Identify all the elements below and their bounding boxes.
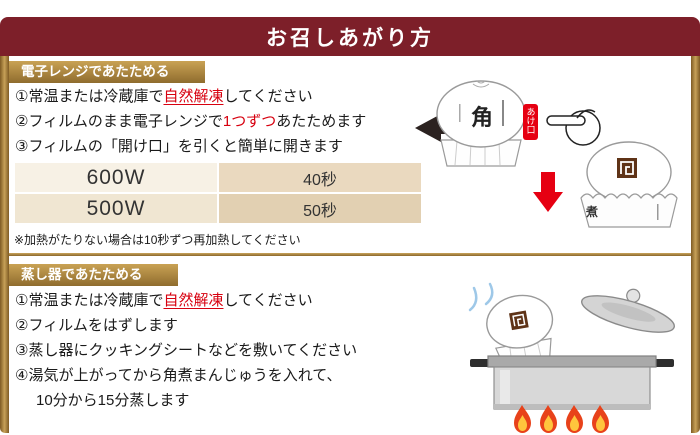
steamer-step-1: ①常温または冷蔵庫で自然解凍してください — [15, 288, 357, 313]
steamer-step-3: ③蒸し器にクッキングシートなどを敷いてください — [15, 338, 357, 363]
step-text: 常温または冷蔵庫で — [28, 88, 164, 105]
microwave-step-1: ①常温または冷蔵庫で自然解凍してください — [15, 84, 366, 109]
wrapped-bun-illustration: 角 あけ口 — [436, 80, 538, 167]
brand-stamp-icon — [509, 310, 529, 331]
open-tab-label: あけ口 — [526, 107, 536, 134]
emphasis-text: 1つずつ — [222, 113, 277, 130]
microwave-step-3: ③フィルムの「開け口」を引くと簡単に開きます — [15, 134, 366, 159]
step-number: ① — [15, 292, 29, 309]
steam-icon — [468, 282, 494, 312]
step-text: 湯気が上がってから角煮まんじゅうを入れて、 — [28, 367, 342, 384]
microwave-steps: ①常温または冷蔵庫で自然解凍してください ②フィルムのまま電子レンジで1つずつあ… — [15, 84, 366, 159]
step-text: フィルムのまま電子レンジで — [28, 113, 223, 130]
open-tab — [523, 104, 538, 140]
time-cell: 40秒 — [219, 163, 421, 192]
step-text: フィルムをはずします — [28, 317, 178, 334]
flames-icon — [514, 405, 609, 433]
opened-logo-char: 煮 — [585, 204, 598, 219]
microwave-illustration: 角 あけ口 煮 — [415, 80, 678, 228]
steamer-steps: ①常温または冷蔵庫で自然解凍してください ②フィルムをはずします ③蒸し器にクッ… — [15, 288, 357, 413]
reheat-note: ※加熱がたりない場合は10秒ずつ再加熱してください — [14, 233, 301, 247]
microwave-step-2: ②フィルムのまま電子レンジで1つずつあたためます — [15, 109, 366, 134]
step-number: ③ — [15, 138, 29, 155]
pull-hand-icon — [546, 109, 601, 146]
heating-time-table: 600W 40秒 500W 50秒 — [15, 163, 421, 223]
page-title: お召しあがり方 — [266, 26, 434, 50]
step-text: フィルムの「開け口」を引くと簡単に開きます — [28, 138, 343, 155]
step-number: ② — [15, 113, 29, 130]
steamer-step-2: ②フィルムをはずします — [15, 313, 357, 338]
step-text: してください — [223, 292, 313, 309]
package-logo-char: 角 — [471, 105, 493, 130]
step-text: 常温または冷蔵庫で — [28, 292, 164, 309]
step-number: ④ — [15, 367, 29, 384]
step-number: ② — [15, 317, 29, 334]
steamer-step-4: ④湯気が上がってから角煮まんじゅうを入れて、 — [15, 363, 357, 388]
step-text: してください — [223, 88, 313, 105]
page-title-bar: お召しあがり方 — [0, 17, 700, 56]
wattage-cell: 600W — [15, 163, 217, 192]
brand-stamp-icon — [617, 158, 637, 178]
steamer-step-4-continuation: 10分から15分蒸します — [36, 392, 190, 409]
left-gold-border — [0, 42, 9, 433]
microwave-section-label: 電子レンジであたためる — [9, 61, 206, 83]
wattage-cell: 500W — [15, 194, 217, 223]
steamer-illustration — [468, 282, 675, 433]
emphasis-text: 自然解凍 — [163, 292, 224, 309]
emphasis-text: 自然解凍 — [163, 88, 224, 105]
step-text: あたためます — [276, 113, 367, 130]
section-divider — [9, 253, 691, 256]
step-text: 蒸し器にクッキングシートなどを敷いてください — [28, 342, 358, 359]
step-number: ③ — [15, 342, 29, 359]
down-arrow-icon — [533, 172, 563, 212]
steamer-pot-illustration — [470, 355, 674, 410]
step-number: ① — [15, 88, 29, 105]
steamer-section-label: 蒸し器であたためる — [9, 264, 179, 286]
opened-bun-illustration: 煮 — [580, 141, 678, 228]
time-cell: 50秒 — [219, 194, 421, 223]
pot-lid-icon — [581, 288, 675, 333]
right-gold-border — [691, 42, 700, 433]
